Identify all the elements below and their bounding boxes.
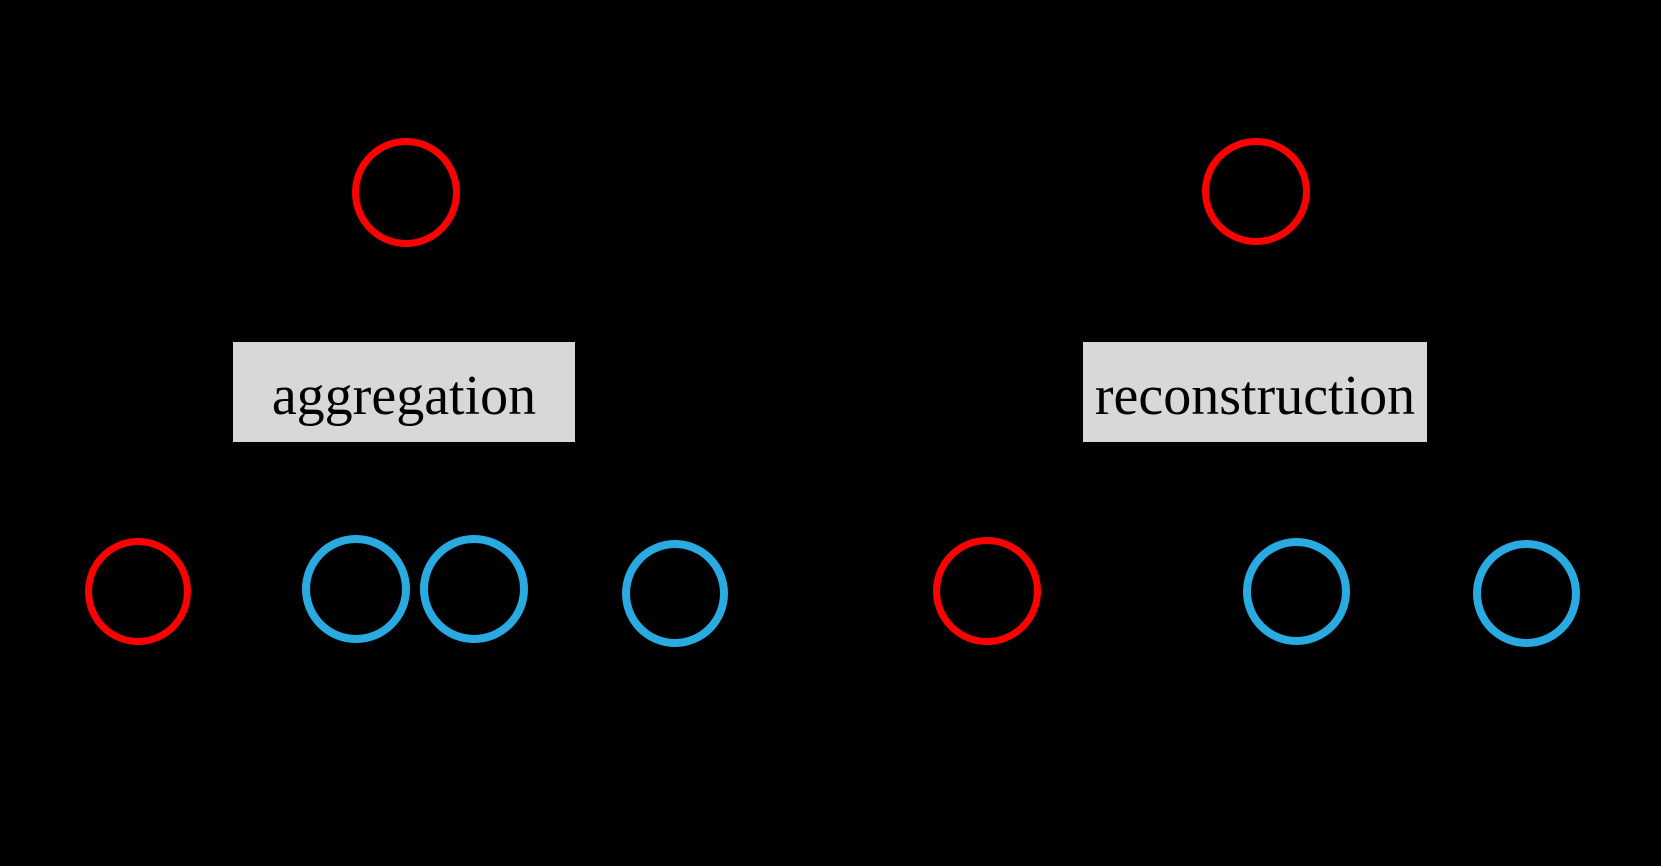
aggregation-input-node-red-circle [85, 538, 191, 645]
aggregation-output-node-circle [352, 138, 460, 247]
aggregation-label-box: aggregation [233, 342, 575, 442]
reconstruction-input-node-circle [1202, 138, 1310, 245]
aggregation-input-node-blue-circle-3 [622, 540, 728, 647]
aggregation-input-node-blue-circle-1 [302, 535, 410, 643]
reconstruction-label-box: reconstruction [1083, 342, 1427, 442]
reconstruction-output-node-blue-circle-2 [1473, 540, 1580, 647]
reconstruction-output-node-red-circle [933, 537, 1041, 645]
aggregation-input-node-blue-circle-2 [420, 535, 528, 643]
reconstruction-label: reconstruction [1094, 365, 1416, 427]
reconstruction-output-node-blue-circle-1 [1243, 538, 1350, 645]
aggregation-label: aggregation [271, 365, 537, 427]
